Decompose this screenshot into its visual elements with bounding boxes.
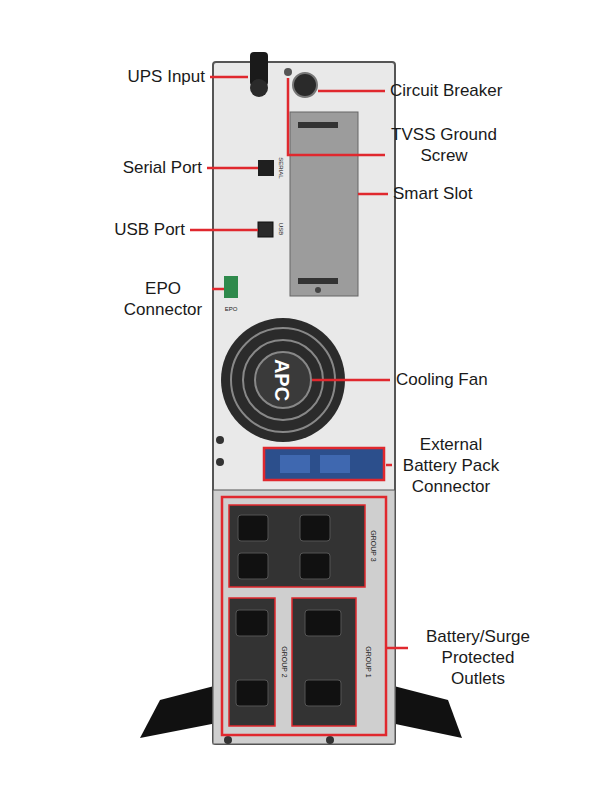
cord-gland (250, 79, 268, 97)
callout-label: UPS Input (80, 66, 205, 87)
callout-label: TVSS Ground Screw (390, 124, 498, 166)
callout-label: Cooling Fan (396, 369, 546, 390)
leader-line (212, 288, 224, 291)
epo-connector (224, 276, 238, 298)
screw (315, 287, 321, 293)
leader-line (190, 229, 258, 232)
leader-line (386, 647, 408, 650)
callout-label: Serial Port (72, 157, 202, 178)
screw (224, 736, 232, 744)
leader-line (288, 78, 385, 155)
outlet-panel (213, 490, 395, 744)
socket (238, 553, 268, 579)
screw (326, 736, 334, 744)
usb-port (258, 222, 273, 237)
ups-housing (213, 62, 395, 744)
socket (300, 553, 330, 579)
screw (216, 436, 224, 444)
leader-line (386, 464, 392, 467)
outlet-group (292, 598, 356, 726)
battery-connector (264, 448, 384, 480)
stand-foot (386, 684, 462, 738)
outlet-outline (222, 497, 386, 735)
outlet-sockets (236, 515, 341, 706)
outlet-group (229, 505, 365, 587)
group-label: GROUP 2 (281, 646, 288, 677)
callout-label: USB Port (60, 219, 185, 240)
leader-line (210, 76, 248, 79)
callout-label: Battery/Surge Protected Outlets (413, 626, 543, 689)
brand-logo: APC (272, 359, 292, 401)
socket (300, 515, 330, 541)
leader-line (318, 90, 385, 93)
leader-lines (190, 77, 408, 648)
callout-label: EPO Connector (118, 278, 208, 320)
socket (236, 610, 268, 636)
socket (305, 610, 341, 636)
port-label: USB (278, 223, 284, 235)
leader-line (358, 193, 388, 196)
socket (305, 680, 341, 706)
socket (238, 515, 268, 541)
connector-pin (320, 455, 350, 473)
socket (236, 680, 268, 706)
outlet-group (229, 598, 275, 726)
slot-latch (298, 122, 338, 128)
screw (216, 458, 224, 466)
port-label: SERIAL (278, 157, 284, 178)
callout-label: Smart Slot (393, 183, 543, 204)
slot-latch (298, 278, 338, 284)
stand-foot (140, 684, 222, 738)
leader-line (312, 379, 390, 382)
group-label: GROUP 1 (365, 646, 372, 677)
callout-label: External Battery Pack Connector (395, 434, 507, 497)
callout-label: Circuit Breaker (390, 80, 550, 101)
fan-grill (243, 340, 323, 420)
group-label: GROUP 3 (370, 530, 377, 561)
port-label: EPO (225, 306, 238, 312)
fan-hub (255, 352, 311, 408)
serial-port (258, 160, 274, 176)
connector-pin (280, 455, 310, 473)
circuit-breaker (293, 73, 317, 97)
leader-line (207, 167, 258, 170)
ground-screw (284, 68, 292, 76)
smart-slot (290, 112, 358, 296)
